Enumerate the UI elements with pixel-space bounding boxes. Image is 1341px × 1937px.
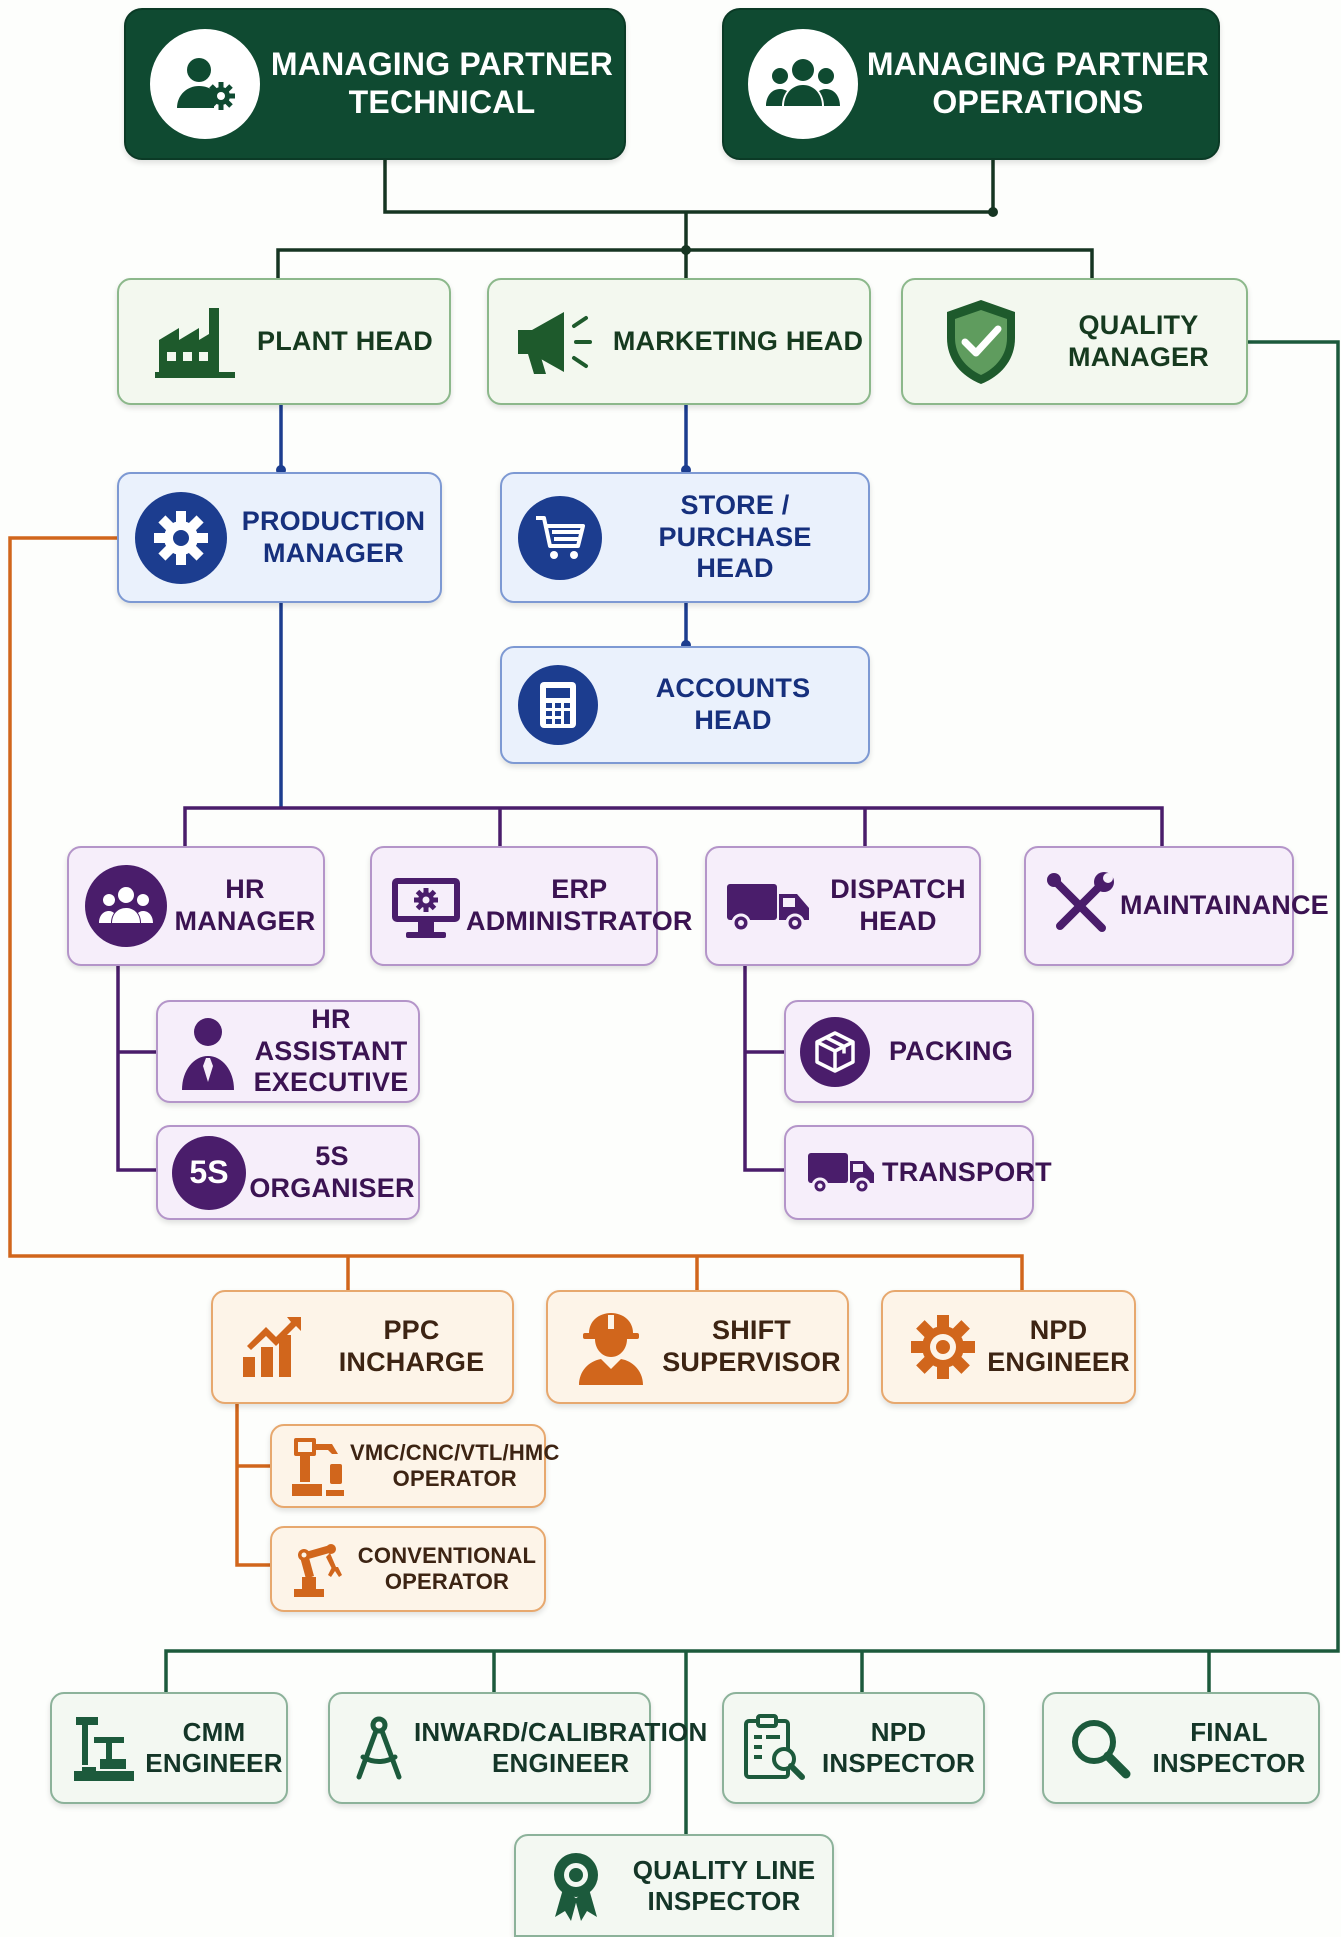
node-packing: PACKING	[784, 1000, 1034, 1103]
magnifier-icon	[1060, 1716, 1140, 1780]
hard-hat-worker-icon	[566, 1309, 656, 1385]
growth-chart-icon	[231, 1315, 311, 1379]
5s-badge-text: 5S	[189, 1154, 229, 1190]
node-marketing-head: MARKETING HEAD	[487, 278, 871, 405]
node-label: PACKING	[889, 1035, 1013, 1066]
user-gear-icon	[150, 29, 260, 139]
calculator-icon	[518, 665, 598, 745]
shield-check-icon	[931, 298, 1031, 386]
package-box-icon	[800, 1016, 870, 1087]
node-label: PLANT HEAD	[257, 325, 433, 356]
node-label: MARKETING HEAD	[612, 325, 864, 356]
wrench-screwdriver-icon	[1040, 870, 1120, 942]
factory-icon	[149, 306, 241, 378]
megaphone-icon	[507, 306, 607, 378]
node-plant-head: PLANT HEAD	[117, 278, 451, 405]
robotic-arm-icon	[286, 1539, 350, 1599]
cnc-machine-icon	[286, 1434, 350, 1498]
truck-icon	[721, 876, 817, 936]
person-tie-icon	[172, 1014, 244, 1090]
gear-icon	[903, 1312, 983, 1382]
shopping-cart-icon	[518, 495, 602, 580]
team-icon	[748, 29, 858, 139]
compass-icon	[344, 1713, 414, 1783]
award-ribbon-icon	[536, 1851, 616, 1921]
node-label: PPC INCHARGE	[338, 1315, 485, 1377]
node-label: TRANSPORT	[882, 1156, 1052, 1187]
node-label: MAINTAINANCE	[1120, 890, 1329, 921]
monitor-gear-icon	[386, 870, 466, 942]
5s-badge-icon: 5S	[172, 1135, 246, 1210]
node-ppc-incharge: PPC INCHARGE	[211, 1290, 514, 1404]
cmm-machine-icon	[66, 1713, 142, 1783]
team-icon	[85, 865, 167, 947]
gear-icon	[135, 491, 227, 584]
node-maintenance: MAINTAINANCE	[1024, 846, 1329, 966]
truck-icon	[802, 1147, 882, 1199]
clipboard-search-icon	[736, 1713, 814, 1783]
node-transport: TRANSPORT	[784, 1125, 1052, 1220]
